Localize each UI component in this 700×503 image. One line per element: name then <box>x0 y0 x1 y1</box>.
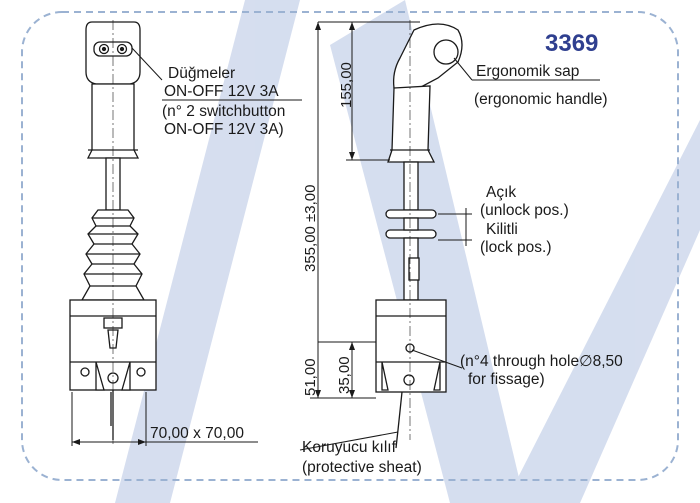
base-width-dimension <box>71 392 258 446</box>
buttons-label-line2: ON-OFF 12V 3A <box>164 83 279 100</box>
side-dimensions <box>310 21 472 399</box>
handle-label-line2: (ergonomic handle) <box>474 91 608 108</box>
handle-label-line1: Ergonomik sap <box>476 63 580 80</box>
dimension-arrows <box>72 22 355 445</box>
lock-label-line2: (lock pos.) <box>480 239 552 256</box>
unlock-label-line1: Açık <box>486 184 517 201</box>
total-height-dimension: 355,00 ±3,00 <box>302 184 319 272</box>
watermark <box>115 0 700 503</box>
sheath-label-line1: Koruyucu kılıf <box>302 439 396 456</box>
lock-label-line1: Kilitli <box>486 221 518 238</box>
dashed-frame <box>21 11 679 481</box>
hole-label-line1: (n°4 through hole∅8,50 <box>460 353 623 370</box>
leader-lines <box>131 47 600 451</box>
hole-label-line2: for fissage) <box>468 371 545 388</box>
buttons-label-line3: (n° 2 switchbutton <box>162 103 286 120</box>
base-height-35-dimension: 35,00 <box>336 356 353 394</box>
base-height-51-dimension: 51,00 <box>302 358 319 396</box>
unlock-label-line2: (unlock pos.) <box>480 202 569 219</box>
base-width-dimension-text: 70,00 x 70,00 <box>150 425 244 442</box>
buttons-label-line4: ON-OFF 12V 3A) <box>164 121 284 138</box>
handle-height-dimension: 155,00 <box>338 62 355 108</box>
sheath-label-line2: (protective sheat) <box>302 459 422 476</box>
product-code: 3369 <box>545 30 599 57</box>
buttons-label-line1: Düğmeler <box>168 65 236 82</box>
side-view <box>375 23 463 449</box>
